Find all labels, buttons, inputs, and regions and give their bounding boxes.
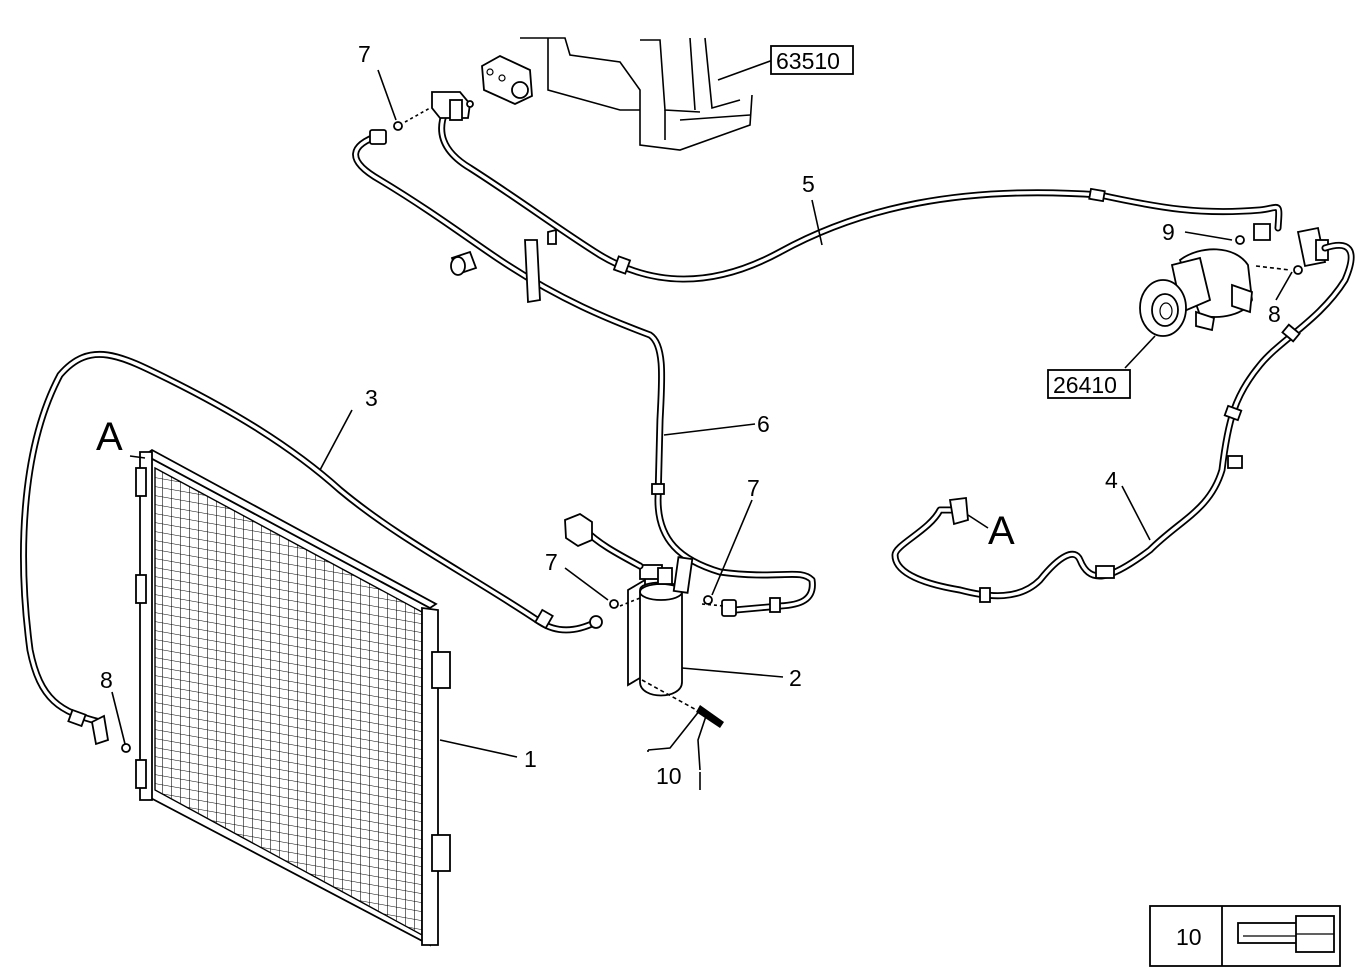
connection-mark-a-right: A xyxy=(988,509,1015,553)
pipe-4 xyxy=(891,241,1355,603)
callout-8-left: 8 xyxy=(100,667,113,693)
callout-6: 6 xyxy=(757,411,770,437)
reference-groups: 63510 26410 xyxy=(770,45,1131,399)
pipe-3 xyxy=(20,350,603,746)
ref-box-63510 xyxy=(770,45,854,75)
connection-marks: A A xyxy=(96,415,1015,553)
callout-1: 1 xyxy=(524,746,537,772)
condenser xyxy=(121,448,451,947)
bolt-icon xyxy=(1237,915,1335,953)
evaporator-housing xyxy=(481,37,753,151)
connection-mark-a-left: A xyxy=(96,415,123,459)
callouts: 7 5 9 8 3 6 4 7 7 2 8 1 10 xyxy=(100,41,1281,789)
callout-9: 9 xyxy=(1162,219,1175,245)
callout-10: 10 xyxy=(656,763,682,789)
callout-3: 3 xyxy=(365,385,378,411)
ref-box-26410 xyxy=(1047,369,1131,399)
callout-7-right: 7 xyxy=(747,475,760,501)
legend-number: 10 xyxy=(1176,924,1202,950)
pipe-5 xyxy=(438,108,1283,283)
evaporator-fittings xyxy=(393,91,474,131)
leader-lines xyxy=(111,59,1293,790)
compressor xyxy=(1139,223,1329,337)
callout-4: 4 xyxy=(1105,467,1118,493)
receiver-drier xyxy=(564,512,725,728)
ref-63510: 63510 xyxy=(776,48,840,74)
callout-7-left: 7 xyxy=(545,549,558,575)
ref-26410: 26410 xyxy=(1053,372,1117,398)
callout-5: 5 xyxy=(802,171,815,197)
callout-7-top: 7 xyxy=(358,41,371,67)
legend-box: 10 xyxy=(1149,905,1341,967)
pipe-6 xyxy=(352,129,816,617)
callout-8-right: 8 xyxy=(1268,301,1281,327)
callout-2: 2 xyxy=(789,665,802,691)
